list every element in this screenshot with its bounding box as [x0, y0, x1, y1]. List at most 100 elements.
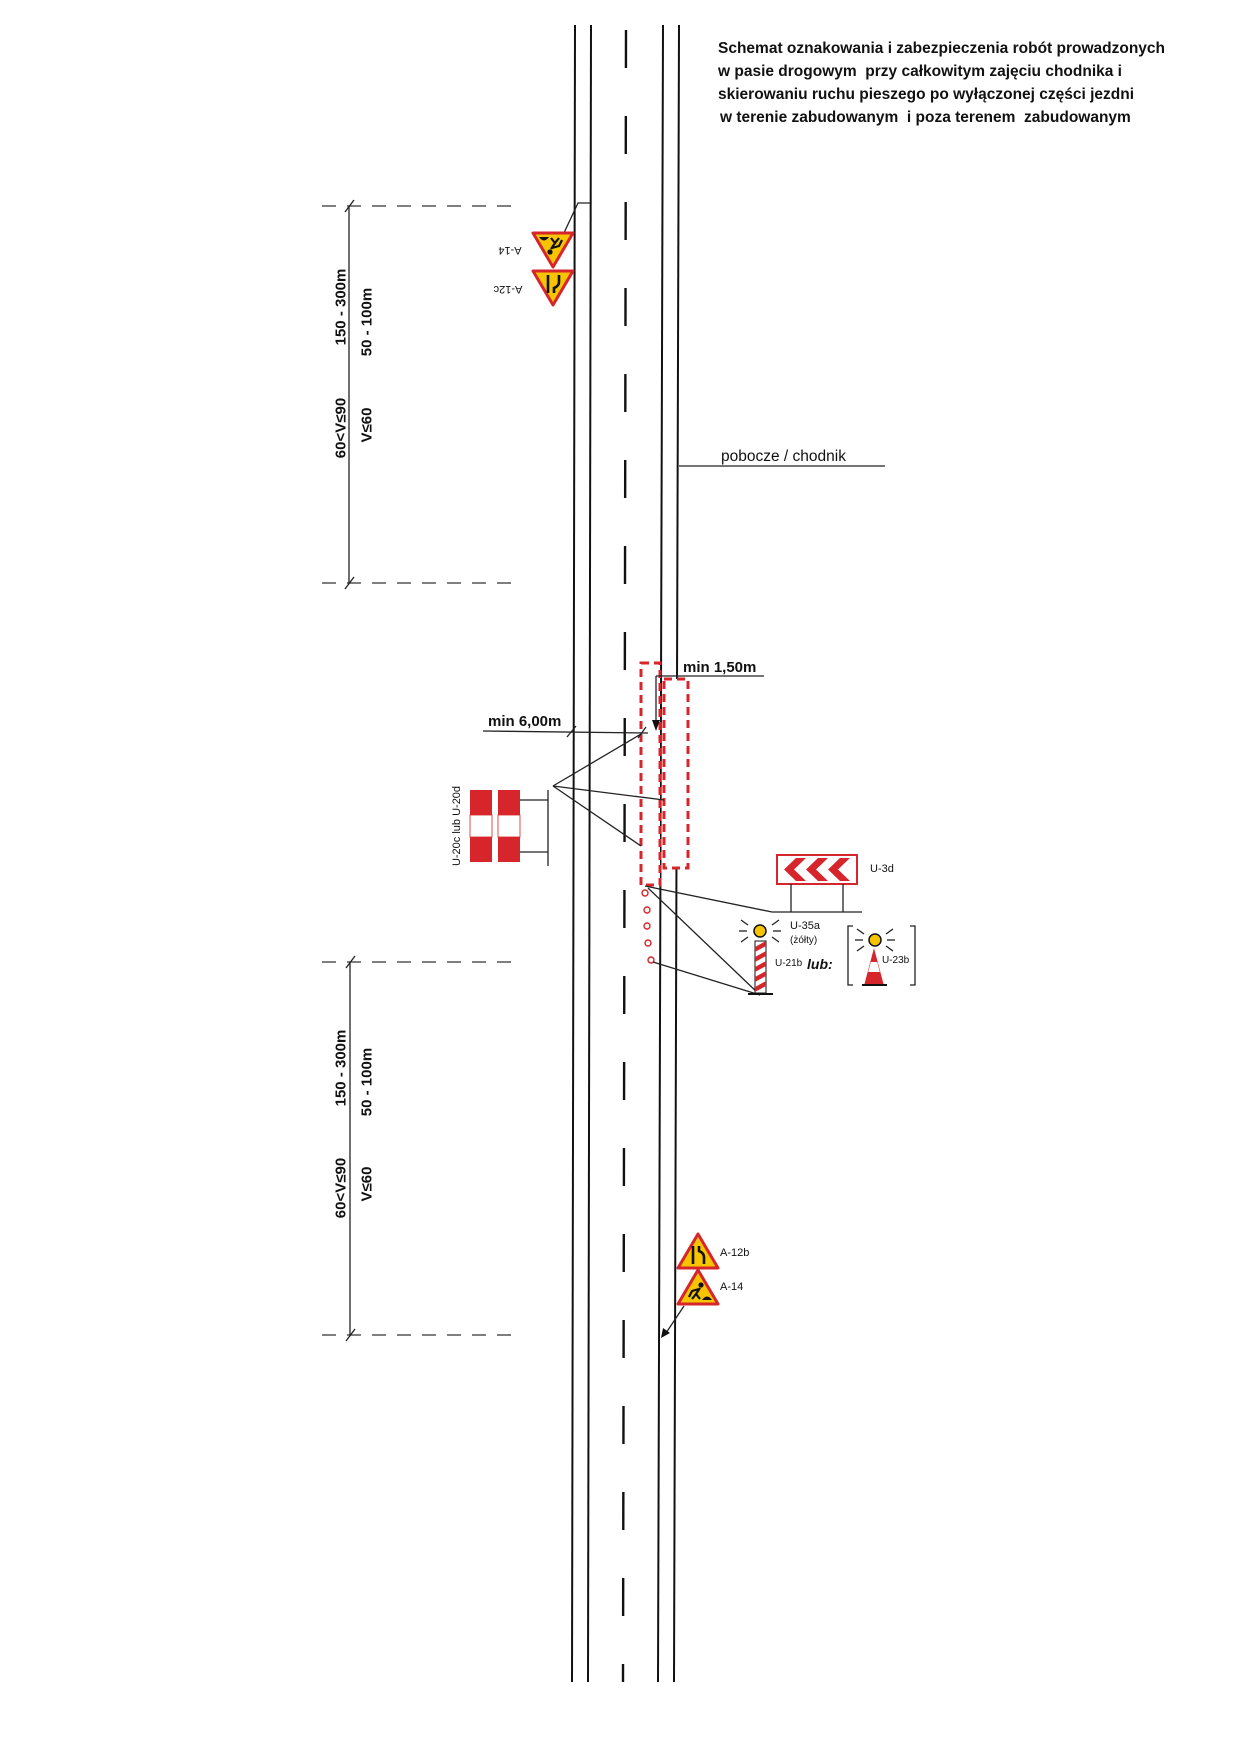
- leader-line: [552, 733, 642, 787]
- dimension-tick: [566, 725, 577, 738]
- board-white-segment: [469, 814, 493, 838]
- speed-low-label: V≤60: [359, 1167, 376, 1202]
- distance-low-speed-label: 50 - 100m: [359, 288, 376, 356]
- light-ray: [856, 945, 865, 952]
- dimension-top: 150 - 300m 50 - 100m 60<V≤90 V≤60: [322, 199, 512, 590]
- title-line: Schemat oznakowania i zabezpieczenia rob…: [718, 40, 1165, 57]
- warning-light-icon: [647, 956, 655, 964]
- worker-figure: [688, 1287, 701, 1300]
- sign-code-label: U-3d: [870, 863, 894, 875]
- sign-code-label: U-20c lub U-20d: [451, 786, 463, 866]
- chevron-barrier-icon: [772, 854, 862, 913]
- min-width-label: min 1,50m: [683, 659, 756, 676]
- shoulder-label: pobocze / chodnik: [721, 448, 846, 465]
- dimension-tick: [637, 726, 647, 739]
- light-ray: [771, 936, 780, 943]
- soil-mound: [539, 237, 549, 241]
- leader-line: [644, 885, 773, 913]
- alternative-bracket: [847, 925, 916, 986]
- cone-band: [868, 962, 880, 972]
- distance-high-speed-label: 150 - 300m: [333, 1030, 350, 1107]
- dimension-line: [482, 730, 649, 734]
- light-ray: [740, 919, 749, 926]
- sign-post-leader: [562, 202, 590, 236]
- sign-code-label: A-14: [720, 1281, 743, 1293]
- min-distance-dimension: min 6,00m: [482, 713, 649, 739]
- dimension-tick: [344, 576, 355, 590]
- light-ray: [856, 928, 865, 935]
- road-left-edge-line-outer: [571, 24, 576, 1683]
- title-line: w pasie drogowym przy całkowitym zajęciu…: [717, 63, 1122, 80]
- arrow-down-icon: [652, 720, 660, 731]
- bracket-right: [910, 925, 916, 986]
- barrier-outer: [639, 661, 662, 887]
- board-red-segment: [470, 790, 492, 815]
- sign-code-label: U-35a: [790, 920, 821, 932]
- post-stripe: [755, 961, 766, 972]
- sign-code-label: U-23b: [882, 955, 910, 966]
- narrowing-lines: [691, 1246, 706, 1264]
- worker-head: [698, 1282, 704, 1288]
- chevron-left-icon: [806, 858, 828, 881]
- sign-triangle: [531, 231, 575, 269]
- dimension-tick: [345, 955, 356, 969]
- road-left-edge-line-inner: [587, 24, 592, 1683]
- sign-code-label: A-12c: [493, 283, 522, 295]
- narrowing-lines: [546, 275, 561, 293]
- title-line: skierowaniu ruchu pieszego po wyłączonej…: [718, 86, 1134, 103]
- road-narrows-sign-icon: [676, 1232, 720, 1270]
- u20-leader-lines: [552, 733, 665, 847]
- speed-high-label: 60<V≤90: [333, 1158, 350, 1218]
- leader-line: [652, 961, 761, 996]
- alternative-label: lub:: [807, 956, 833, 972]
- red-white-barrier-board-icon: [469, 790, 549, 866]
- light-ray: [885, 928, 894, 935]
- worker-head: [547, 249, 553, 255]
- light-ray: [885, 945, 894, 952]
- diagram-title: Schemat oznakowania i zabezpieczenia rob…: [717, 40, 1165, 126]
- light-ray: [771, 919, 780, 926]
- sign-note-label: (żółty): [790, 935, 817, 946]
- shoulder-label-group: pobocze / chodnik: [679, 448, 885, 467]
- road-narrows-sign-icon: [531, 269, 575, 307]
- soil-mound: [702, 1296, 712, 1300]
- warning-lights-row: [641, 889, 655, 964]
- striped-post-icon: [748, 940, 773, 995]
- lamp-lens: [868, 933, 882, 947]
- sign-code-label: U-21b: [775, 958, 803, 969]
- roadworks-warning-sign-icon: [676, 1268, 720, 1306]
- sign-code-label: A-14: [498, 244, 521, 256]
- post-stripe: [755, 981, 766, 992]
- arrow-icon: [661, 1328, 670, 1338]
- top-sign-assembly: A-14 A-12c: [493, 202, 590, 307]
- min-width-dimension: min 1,50m: [652, 659, 764, 731]
- warning-light-icon: [855, 928, 895, 952]
- leader-line: [552, 785, 665, 801]
- speed-low-label: V≤60: [359, 408, 376, 443]
- distance-low-speed-label: 50 - 100m: [359, 1048, 376, 1116]
- dimension-tick: [344, 199, 355, 213]
- board-red-segment: [498, 790, 520, 815]
- worker-figure: [550, 237, 563, 250]
- traffic-cone-icon: [862, 948, 887, 986]
- sign-triangle: [676, 1268, 720, 1306]
- u21b-leader-lines: [647, 887, 761, 996]
- post-stripe: [755, 941, 766, 952]
- light-ray: [740, 936, 749, 943]
- sign-post-leader: [665, 1305, 685, 1334]
- warning-light-icon: [643, 922, 651, 930]
- min-distance-label: min 6,00m: [488, 713, 561, 730]
- distance-high-speed-label: 150 - 300m: [333, 269, 350, 346]
- bracket-left: [847, 925, 853, 986]
- board-white-segment: [497, 814, 521, 838]
- speed-high-label: 60<V≤90: [333, 398, 350, 458]
- leader-line: [647, 887, 761, 996]
- title-line: w terenie zabudowanym i poza terenem zab…: [719, 109, 1131, 126]
- barrier-inner: [662, 677, 690, 870]
- board-red-segment: [470, 837, 492, 862]
- dimension-bottom: 150 - 300m 50 - 100m 60<V≤90 V≤60: [322, 955, 512, 1342]
- warning-light-icon: [739, 919, 781, 943]
- warning-light-icon: [643, 906, 651, 914]
- board-red-segment: [498, 837, 520, 862]
